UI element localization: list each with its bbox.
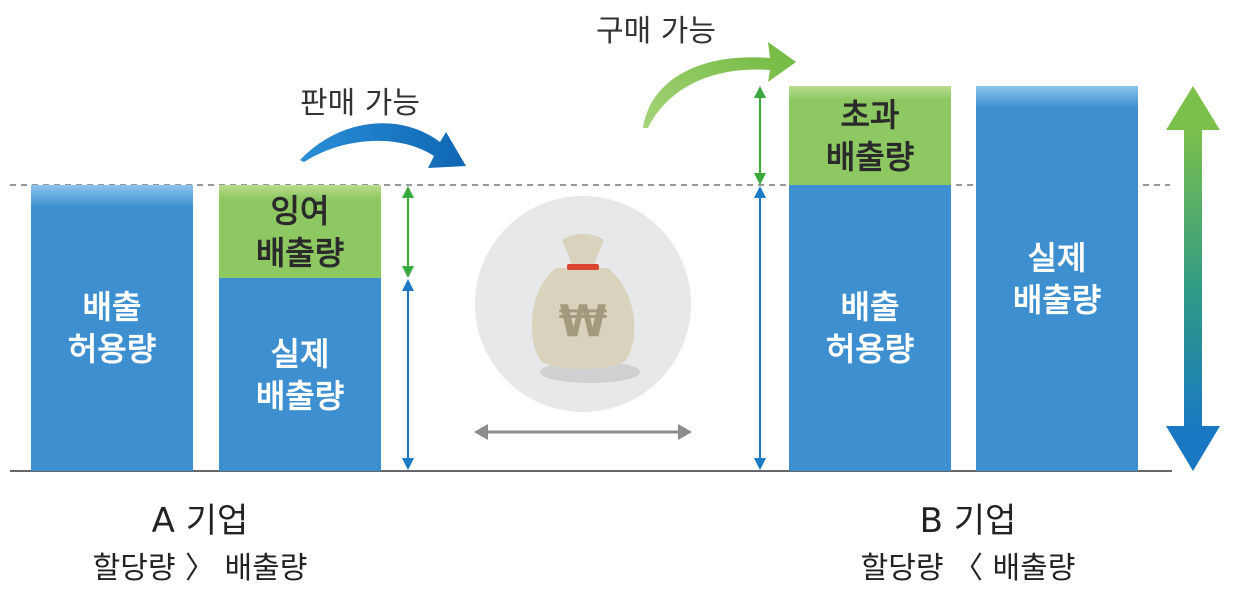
company-a-allowance-bar: 배출 허용량: [31, 185, 193, 471]
actual-measure-arrow-a: [402, 279, 414, 470]
excess-measure-arrow: [754, 86, 766, 185]
company-b-allowance-bar: 배출 허용량: [789, 185, 951, 471]
surplus-measure-arrow: [402, 186, 414, 278]
won-symbol: ₩: [559, 296, 608, 347]
allowance-measure-arrow-b: [754, 186, 766, 470]
company-b-allowance-label: 배출 허용량: [825, 287, 915, 368]
company-b-excess-bar: 초과 배출량: [789, 86, 951, 185]
money-bag-icon: [475, 196, 691, 412]
exchange-double-arrow: [474, 424, 692, 440]
sell-possible-label: 판매 가능: [300, 86, 420, 121]
company-a-actual-bar: 실제 배출량: [219, 278, 381, 471]
buy-possible-label: 구매 가능: [596, 14, 716, 49]
buy-arrow-icon: [643, 42, 796, 128]
company-a-surplus-label: 잉여 배출량: [255, 191, 345, 272]
company-b-subtitle: 할당량 〈 배출량: [860, 551, 1076, 586]
company-a-actual-label: 실제 배출량: [255, 334, 345, 415]
company-b-title: B 기업: [919, 501, 1017, 541]
company-a-surplus-bar: 잉여 배출량: [219, 185, 381, 278]
total-range-double-arrow: [1166, 86, 1220, 471]
company-a-subtitle: 할당량 〉 배출량: [92, 551, 308, 586]
company-b-excess-label: 초과 배출량: [825, 95, 915, 176]
company-a-allowance-label: 배출 허용량: [67, 287, 157, 368]
company-b-actual-bar: 실제 배출량: [976, 86, 1138, 471]
company-b-actual-label: 실제 배출량: [1012, 238, 1102, 319]
company-a-title: A 기업: [151, 501, 249, 541]
sell-arrow-icon: [300, 123, 466, 168]
